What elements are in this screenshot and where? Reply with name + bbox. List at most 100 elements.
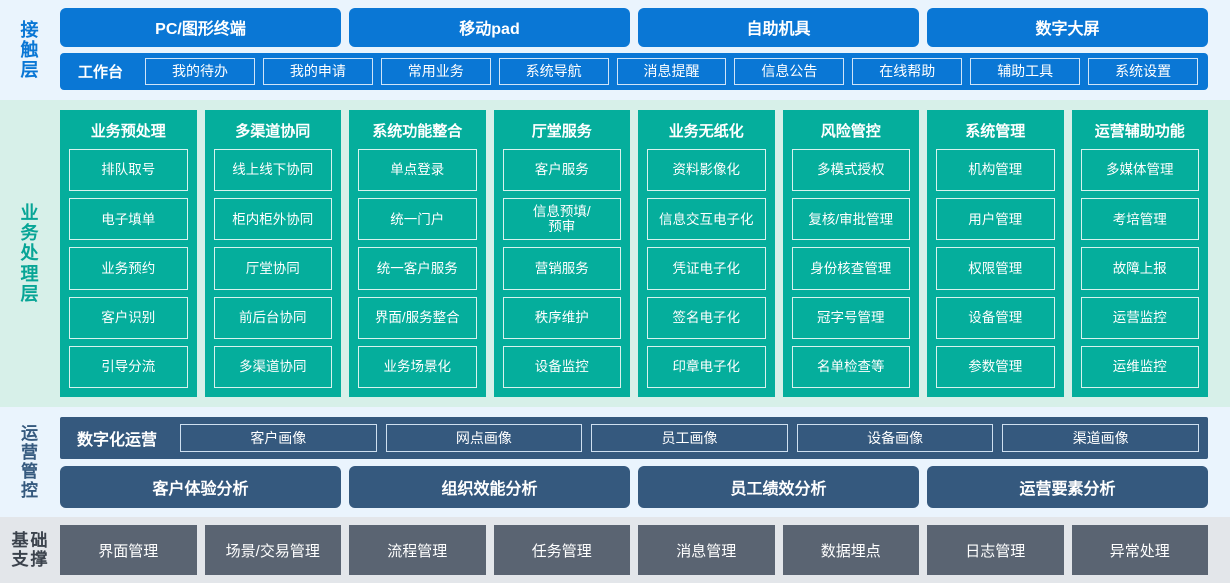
workbench-item-system-settings[interactable]: 系统设置	[1088, 57, 1199, 85]
base-item-process-management[interactable]: 流程管理	[349, 525, 486, 575]
layer-contact-label-chars: 接 触 层	[21, 20, 40, 80]
base-item-log-management[interactable]: 日志管理	[927, 525, 1064, 575]
business-item[interactable]: 柜内柜外协同	[213, 198, 332, 241]
business-item[interactable]: 客户服务	[502, 149, 621, 192]
analysis-item-operation-factors[interactable]: 运营要素分析	[927, 465, 1208, 508]
business-item[interactable]: 秩序维护	[502, 296, 621, 339]
business-item[interactable]: 设备监控	[502, 345, 621, 389]
workbench-item-common-business[interactable]: 常用业务	[380, 57, 491, 85]
business-item[interactable]: 故障上报	[1080, 247, 1199, 290]
business-item[interactable]: 名单检查等	[791, 345, 910, 389]
label-char: 管	[21, 462, 39, 481]
workbench-title: 工作台	[78, 63, 124, 81]
layer-base-support-label-chars: 基 础 支 撑	[12, 531, 49, 569]
channel-self-service[interactable]: 自助机具	[638, 8, 919, 47]
base-item-scenario-transaction[interactable]: 场景/交易管理	[204, 525, 341, 575]
workbench-item-announcement[interactable]: 信息公告	[734, 57, 845, 85]
workbench-item-my-application[interactable]: 我的申请	[262, 57, 373, 85]
workbench-item-aux-tools[interactable]: 辅助工具	[970, 57, 1081, 85]
business-item[interactable]: 统一门户	[358, 198, 477, 241]
business-item[interactable]: 凭证电子化	[647, 247, 766, 290]
base-item-exception-handling[interactable]: 异常处理	[1071, 525, 1208, 575]
workbench-item-system-nav[interactable]: 系统导航	[498, 57, 609, 85]
label-char: 撑	[30, 550, 49, 569]
business-column-title: 风险管控	[820, 123, 881, 140]
business-column-items: 多模式授权 复核/审批管理 身份核查管理 冠字号管理 名单检查等	[791, 149, 910, 389]
base-item-task-management[interactable]: 任务管理	[493, 525, 630, 575]
channel-digital-screen[interactable]: 数字大屏	[927, 8, 1208, 47]
channel-mobile-pad[interactable]: 移动pad	[349, 8, 630, 47]
business-column-preprocess: 业务预处理 排队取号 电子填单 业务预约 客户识别 引导分流	[60, 110, 197, 397]
portrait-item-channel[interactable]: 渠道画像	[1002, 423, 1199, 452]
business-item[interactable]: 单点登录	[358, 149, 477, 192]
business-column-title: 系统功能整合	[372, 123, 463, 140]
layer-contact-body: PC/图形终端 移动pad 自助机具 数字大屏 工作台 我的待办 我的申请 常用…	[60, 0, 1230, 100]
business-item[interactable]: 设备管理	[936, 296, 1055, 339]
analysis-item-org-efficiency[interactable]: 组织效能分析	[349, 465, 630, 508]
label-char: 接	[20, 19, 40, 40]
layer-contact-label: 接 触 层	[0, 0, 60, 100]
base-item-data-tracking[interactable]: 数据埋点	[782, 525, 919, 575]
portrait-item-branch[interactable]: 网点画像	[385, 423, 583, 452]
business-item[interactable]: 业务场景化	[358, 345, 477, 389]
portrait-item-customer[interactable]: 客户画像	[180, 423, 377, 452]
business-item[interactable]: 运维监控	[1080, 345, 1199, 389]
business-item[interactable]: 信息预填/ 预审	[502, 198, 621, 241]
business-column-items: 单点登录 统一门户 统一客户服务 界面/服务整合 业务场景化	[358, 149, 477, 389]
business-item[interactable]: 权限管理	[936, 247, 1055, 290]
business-column-items: 机构管理 用户管理 权限管理 设备管理 参数管理	[936, 149, 1055, 389]
workbench-item-message-alert[interactable]: 消息提醒	[616, 57, 727, 85]
business-item[interactable]: 签名电子化	[647, 296, 766, 339]
business-item[interactable]: 参数管理	[936, 345, 1055, 389]
channel-pc[interactable]: PC/图形终端	[60, 8, 341, 47]
layer-contact: 接 触 层 PC/图形终端 移动pad 自助机具 数字大屏 工作台 我的待办 我…	[0, 0, 1230, 100]
portrait-item-employee[interactable]: 员工画像	[591, 423, 788, 452]
digital-operations-title: 数字化运营	[77, 431, 158, 449]
business-column-title: 业务无纸化	[668, 123, 744, 140]
business-item[interactable]: 运营监控	[1080, 296, 1199, 339]
business-item[interactable]: 引导分流	[69, 345, 188, 389]
layer-operations-label-chars: 运 营 管 控	[21, 424, 39, 500]
business-item[interactable]: 业务预约	[69, 247, 188, 290]
label-char: 处	[20, 243, 40, 264]
business-item[interactable]: 资料影像化	[647, 149, 766, 192]
workbench-item-online-help[interactable]: 在线帮助	[852, 57, 963, 85]
label-char: 理	[20, 263, 40, 284]
portrait-item-device[interactable]: 设备画像	[796, 423, 994, 452]
business-item[interactable]: 客户识别	[69, 296, 188, 339]
business-item[interactable]: 界面/服务整合	[358, 296, 477, 339]
workbench-item-my-todo[interactable]: 我的待办	[145, 57, 255, 85]
base-item-message-management[interactable]: 消息管理	[638, 525, 775, 575]
business-item[interactable]: 身份核查管理	[791, 247, 910, 290]
business-item[interactable]: 机构管理	[936, 149, 1055, 192]
business-item[interactable]: 前后台协同	[213, 296, 332, 339]
label-char: 务	[20, 223, 40, 244]
business-item[interactable]: 复核/审批管理	[791, 198, 910, 241]
business-item[interactable]: 电子填单	[69, 198, 188, 241]
business-item[interactable]: 用户管理	[936, 198, 1055, 241]
layer-business: 业 务 处 理 层 业务预处理 排队取号 电子填单 业务预约 客户识别 引导分流…	[0, 100, 1230, 407]
business-item[interactable]: 统一客户服务	[358, 247, 477, 290]
business-item[interactable]: 多媒体管理	[1080, 149, 1199, 192]
business-item[interactable]: 线上线下协同	[213, 149, 332, 192]
analysis-item-employee-performance[interactable]: 员工绩效分析	[638, 465, 919, 508]
label-char: 基	[11, 530, 30, 550]
base-item-ui-management[interactable]: 界面管理	[60, 525, 197, 575]
analysis-item-customer-experience[interactable]: 客户体验分析	[60, 465, 341, 508]
business-item[interactable]: 冠字号管理	[791, 296, 910, 339]
layer-business-label: 业 务 处 理 层	[0, 100, 60, 407]
business-item[interactable]: 多渠道协同	[213, 345, 332, 389]
label-char: 营	[21, 442, 39, 462]
business-column-system-management: 系统管理 机构管理 用户管理 权限管理 设备管理 参数管理	[927, 110, 1064, 397]
business-item[interactable]: 印章电子化	[647, 345, 766, 389]
business-item[interactable]: 厅堂协同	[213, 247, 332, 290]
digital-operations-row: 数字化运营 客户画像 网点画像 员工画像 设备画像 渠道画像	[60, 416, 1208, 459]
business-item[interactable]: 排队取号	[69, 149, 188, 192]
business-column-paperless: 业务无纸化 资料影像化 信息交互电子化 凭证电子化 签名电子化 印章电子化	[638, 110, 775, 397]
layer-operations: 运 营 管 控 数字化运营 客户画像 网点画像 员工画像 设备画像 渠道画像 客…	[0, 407, 1230, 517]
label-char: 触	[20, 39, 40, 60]
business-item[interactable]: 营销服务	[502, 247, 621, 290]
business-item[interactable]: 考培管理	[1080, 198, 1199, 241]
business-item[interactable]: 信息交互电子化	[647, 198, 766, 241]
business-item[interactable]: 多模式授权	[791, 149, 910, 192]
